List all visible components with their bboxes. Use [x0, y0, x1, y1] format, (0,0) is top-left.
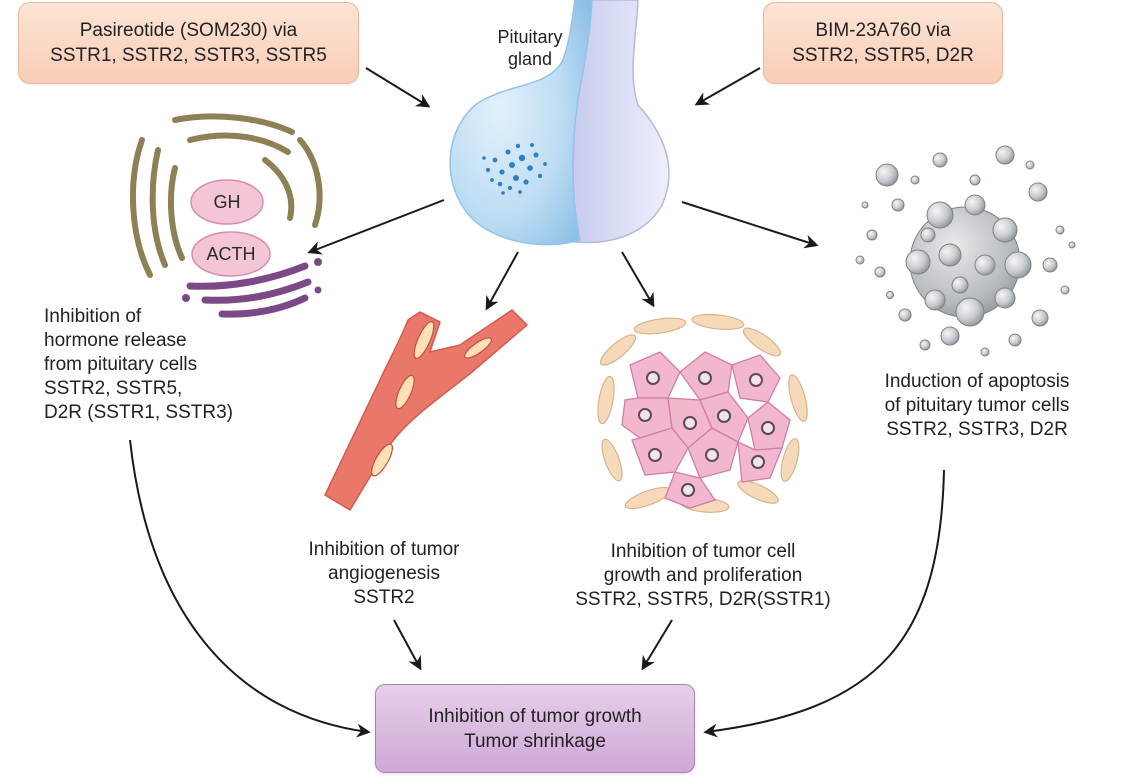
- angiogenesis-effect: Inhibition of tumor angiogenesis SSTR2: [264, 538, 504, 610]
- arrow-angiogenesis-to-outcome: [393, 619, 422, 671]
- arrow-gland-to-angiogenesis: [485, 251, 519, 311]
- proliferation-effect: Inhibition of tumor cell growth and prol…: [548, 540, 858, 612]
- er-membrane-3: [129, 137, 153, 278]
- pasireotide-line-1: Pasireotide (SOM230) via: [79, 20, 298, 41]
- apoptosis-line-2: of pituitary tumor cells: [884, 395, 1070, 416]
- proliferation-line-2: growth and proliferation: [603, 565, 803, 586]
- pituitary-gland-label: Pituitary gland: [480, 26, 580, 70]
- proliferation-line-1: Inhibition of tumor cell: [610, 541, 796, 562]
- er-membrane-1: [172, 113, 295, 135]
- er-membrane-2: [149, 147, 168, 268]
- arrow-gland-to-hormone-release: [307, 199, 445, 255]
- er-membrane-6: [262, 157, 295, 221]
- arrow-gland-to-proliferation: [621, 251, 655, 308]
- proliferation-line-3: SSTR2, SSTR5, D2R(SSTR1): [575, 589, 831, 610]
- arrow-proliferation-to-outcome: [641, 619, 673, 671]
- bim-line-2: SSTR2, SSTR5, D2R: [792, 45, 974, 66]
- pituitary-label-line-2: gland: [507, 49, 553, 69]
- tumor-tissue-illustration: [597, 313, 808, 513]
- arrow-apoptosis-to-outcome: [703, 469, 945, 738]
- arrow-bim-to-gland: [694, 67, 761, 106]
- angiogenesis-line-1: Inhibition of tumor: [308, 539, 460, 560]
- acth-label: ACTH: [206, 244, 256, 264]
- hormone-release-line-3: from pituitary cells: [44, 354, 198, 375]
- golgi-stack-1: [186, 262, 309, 290]
- er-membrane-4: [187, 132, 291, 155]
- angiogenesis-line-2: angiogenesis: [328, 563, 440, 584]
- tumor-nuclei: [638, 371, 775, 497]
- apoptosis-line-1: Induction of apoptosis: [884, 371, 1070, 392]
- hormone-release-line-1: Inhibition of: [44, 306, 142, 327]
- golgi-stack-2: [201, 278, 312, 304]
- outcome-box: Inhibition of tumor growth Tumor shrinka…: [375, 684, 695, 773]
- bim-line-1: BIM-23A760 via: [815, 20, 951, 41]
- apoptotic-cell-illustration: [855, 145, 1076, 357]
- acth-granule: [191, 231, 271, 277]
- pasireotide-box: Pasireotide (SOM230) via SSTR1, SSTR2, S…: [18, 2, 359, 84]
- outcome-line-1: Inhibition of tumor growth: [428, 705, 642, 727]
- secretory-cell-illustration: [129, 113, 323, 318]
- outcome-line-2: Tumor shrinkage: [464, 730, 606, 752]
- arrow-gland-to-apoptosis: [681, 201, 819, 249]
- er-membrane-5: [167, 165, 185, 261]
- apoptosis-effect: Induction of apoptosis of pituitary tumo…: [852, 370, 1102, 442]
- hormone-release-effect: Inhibition of hormone release from pitui…: [44, 305, 233, 425]
- bim-23a760-box: BIM-23A760 via SSTR2, SSTR5, D2R: [763, 2, 1003, 84]
- angiogenesis-line-3: SSTR2: [353, 587, 415, 608]
- blood-vessel-illustration: [324, 309, 529, 512]
- pituitary-gland-illustration: [449, 0, 670, 246]
- pituitary-label-line-1: Pituitary: [497, 27, 563, 47]
- pasireotide-line-2: SSTR1, SSTR2, SSTR3, SSTR5: [50, 45, 327, 66]
- anterior-lobe: [449, 0, 593, 246]
- hormone-release-line-5: D2R (SSTR1, SSTR3): [44, 402, 233, 423]
- golgi-stack-3: [218, 294, 309, 318]
- arrows: [129, 67, 945, 738]
- tumor-cells-cluster: [482, 143, 547, 195]
- hormone-release-line-2: hormone release: [44, 330, 187, 351]
- er-membrane-7: [297, 137, 323, 228]
- arrow-hormone-release-to-outcome: [129, 439, 371, 738]
- gh-granule: [190, 179, 264, 225]
- hormone-release-line-4: SSTR2, SSTR5,: [44, 378, 183, 399]
- gh-label: GH: [213, 192, 241, 212]
- apoptosis-line-3: SSTR2, SSTR3, D2R: [886, 419, 1068, 440]
- arrow-pasireotide-to-gland: [365, 67, 431, 108]
